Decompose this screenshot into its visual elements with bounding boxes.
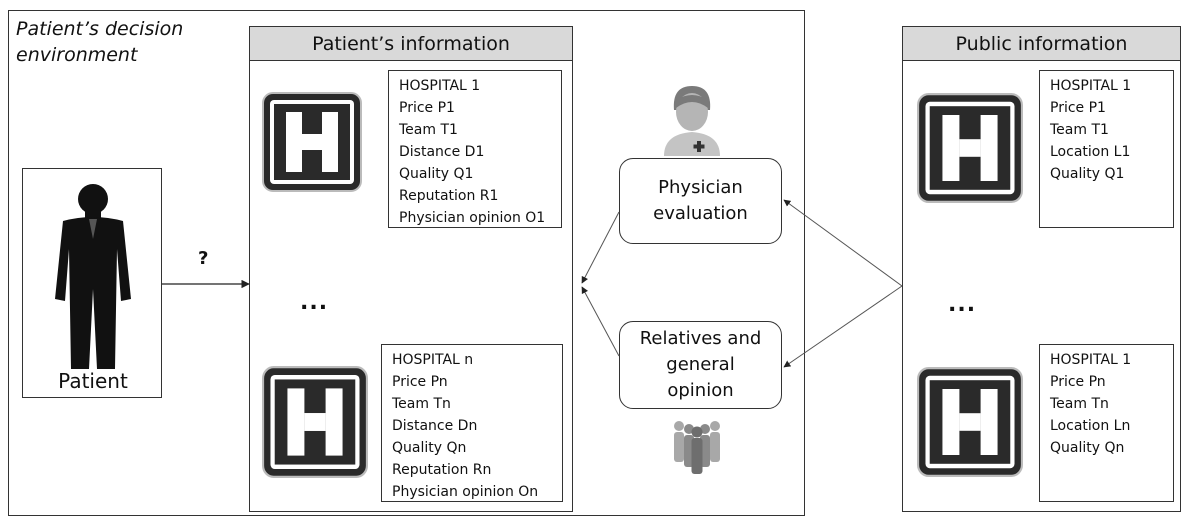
info-line: Team Tn (1050, 396, 1109, 412)
physician-evaluation-label: Physician evaluation (653, 177, 748, 224)
patient-info-title: Patient’s information (249, 26, 573, 61)
info-line: Team T1 (1050, 122, 1109, 138)
info-line: Team Tn (392, 396, 451, 412)
patient-hospital-n-info: HOSPITAL n Price Pn Team Tn Distance Dn … (381, 344, 563, 502)
public-info-title: Public information (902, 26, 1181, 61)
info-line: Price Pn (1050, 374, 1106, 390)
info-line: HOSPITAL 1 (1050, 352, 1132, 368)
info-line: Physician opinion O1 (399, 210, 546, 226)
public-hospital-n-info: HOSPITAL 1 Price Pn Team Tn Location Ln … (1039, 344, 1174, 502)
physician-evaluation-box: Physician evaluation (619, 158, 782, 244)
info-line: Quality Qn (392, 440, 467, 456)
info-line: Location L1 (1050, 144, 1131, 160)
info-line: Team T1 (399, 122, 458, 138)
info-line: Quality Q1 (1050, 166, 1125, 182)
info-line: HOSPITAL n (392, 352, 474, 368)
relatives-opinion-label: Relatives and general opinion (639, 328, 762, 401)
patient-silhouette-icon (55, 184, 131, 369)
info-line: Physician opinion On (392, 484, 539, 500)
info-line: Quality Qn (1050, 440, 1125, 456)
info-line: Distance D1 (399, 144, 485, 160)
arrow-physician-to-info (581, 211, 620, 284)
patient-label: Patient (58, 369, 128, 393)
info-line: Price P1 (399, 100, 455, 116)
info-line: HOSPITAL 1 (1050, 78, 1132, 94)
public-hospital-1-info: HOSPITAL 1 Price P1 Team T1 Location L1 … (1039, 70, 1174, 228)
relatives-opinion-box: Relatives and general opinion (619, 321, 782, 409)
hospital-sign-icon (262, 366, 368, 478)
info-line: HOSPITAL 1 (399, 78, 481, 94)
info-line: Location Ln (1050, 418, 1131, 434)
info-line: Distance Dn (392, 418, 478, 434)
info-line: Price Pn (392, 374, 448, 390)
arrow-public-to-physician (783, 199, 903, 287)
hospital-sign-icon (917, 367, 1023, 477)
info-line: Reputation Rn (392, 462, 492, 478)
info-line: Price P1 (1050, 100, 1106, 116)
crowd-icon (674, 421, 720, 474)
question-mark: ? (198, 248, 209, 269)
arrow-relatives-to-info (581, 286, 620, 357)
info-line: Quality Q1 (399, 166, 474, 182)
patient-hospital-1-info: HOSPITAL 1 Price P1 Team T1 Distance D1 … (388, 70, 562, 228)
public-info-ellipsis: ... (948, 292, 977, 317)
physician-icon (664, 86, 720, 156)
environment-label: Patient’s decision environment (16, 18, 184, 66)
hospital-sign-icon (917, 93, 1023, 203)
patient-info-ellipsis: ... (300, 290, 329, 315)
info-line: Reputation R1 (399, 188, 499, 204)
patient-box: Patient (22, 168, 162, 398)
hospital-sign-icon (262, 92, 362, 192)
arrow-public-to-relatives (783, 285, 903, 368)
